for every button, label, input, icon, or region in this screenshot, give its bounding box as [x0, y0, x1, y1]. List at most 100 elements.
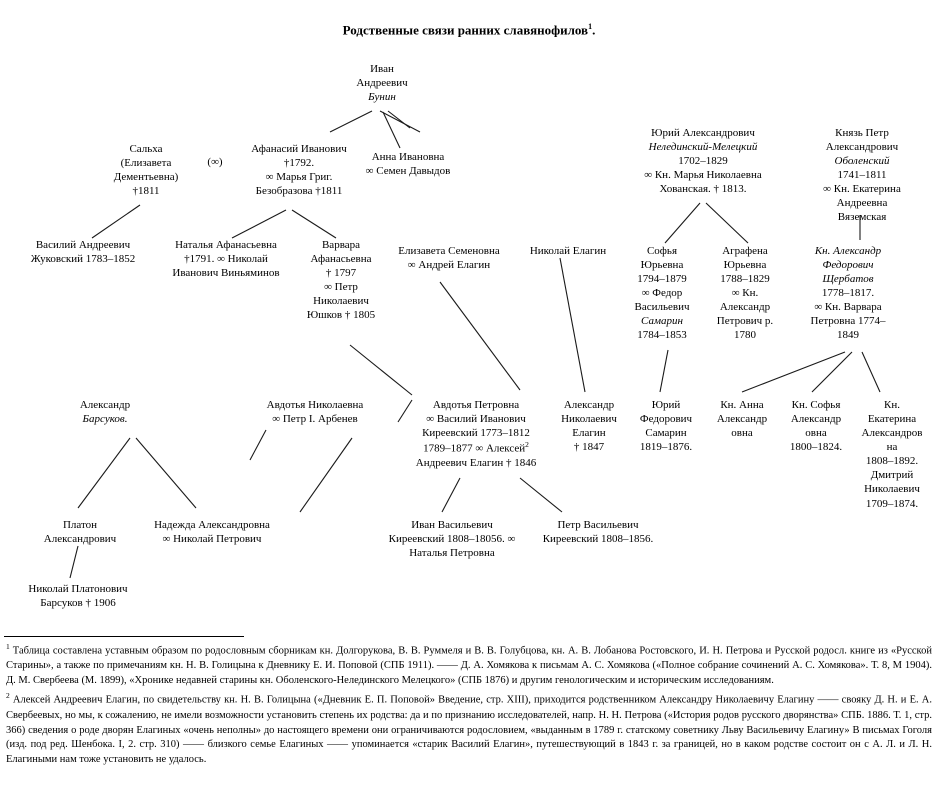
node-line: 1808–1892.: [865, 455, 919, 468]
node-line: Надежда Александровна: [154, 519, 270, 531]
footnote-1: 1 Таблица составлена уставным образом по…: [6, 642, 932, 689]
node-line: Петр Васильевич: [557, 519, 639, 531]
node-line: Александр: [79, 399, 131, 411]
page-title: Родственные связи ранних славянофилов1.: [342, 22, 596, 38]
node-line: Николаевич: [864, 483, 920, 496]
node-line: Федорович: [639, 413, 693, 426]
node-nikolay-elagin: Николай Елагин: [522, 244, 614, 258]
node-line: Кн. Софья: [791, 399, 841, 411]
node-line: 1778–1817.: [821, 287, 875, 300]
node-avdotya-nikolaevna: Авдотья Николаевна∞ Петр I. Арбенев: [242, 398, 388, 426]
node-line: Наталья Афанасьевна: [175, 239, 277, 251]
node-line: Александров: [861, 427, 923, 440]
node-line: Бунин: [368, 91, 396, 104]
node-line: Самарин: [645, 427, 687, 440]
node-line: 1702–1829: [678, 155, 728, 168]
node-afanasiy-ivanovich: Афанасий Иванович†1792.∞ Марья Григ.Безо…: [224, 142, 374, 198]
node-line: Иван Васильевич: [411, 519, 493, 531]
node-line: 1789–1877 ∞ Алексей2: [423, 440, 529, 455]
node-line: Киреевский 1808–18056. ∞: [388, 533, 516, 546]
node-line: Платон: [62, 519, 98, 531]
node-line: ∞ Петр: [324, 281, 358, 294]
node-line: 1780: [734, 329, 756, 342]
node-footnote-marker: 2: [525, 440, 529, 450]
node-line: Варвара: [321, 239, 361, 251]
node-line: на: [886, 441, 898, 454]
node-line: Юрьевна: [640, 259, 684, 272]
node-line: Киреевский 1808–1856.: [542, 533, 654, 546]
node-line: (∞): [207, 156, 223, 168]
node-line: Софья: [646, 245, 678, 257]
node-line: Александр: [563, 399, 615, 411]
node-line: Федорович: [822, 259, 874, 272]
node-marriage-symbol: (∞): [196, 155, 234, 169]
node-line: Юрий: [651, 399, 681, 411]
node-line: Екатерина: [867, 413, 917, 426]
node-line: Нелединский-Мелецкий: [648, 141, 758, 154]
node-line: Хованская. † 1813.: [659, 183, 747, 196]
node-line: Князь Петр: [835, 127, 889, 139]
node-line: Александр: [790, 413, 842, 426]
node-nadezhda-aleksandrovna: Надежда Александровна∞ Николай Петрович: [134, 518, 290, 546]
node-line: ∞ Федор: [641, 287, 683, 300]
node-line: Анна Ивановна: [371, 151, 445, 163]
node-line: Василий Андреевич: [35, 239, 131, 251]
node-line: ∞ Марья Григ.: [265, 171, 333, 184]
node-line: 1784–1853: [637, 329, 687, 342]
node-line: Александр: [719, 301, 771, 314]
node-line: Юрий Александрович: [651, 127, 755, 139]
footnote-1-marker: 1: [6, 642, 10, 651]
node-line: Андреевич Елагин † 1846: [415, 456, 537, 469]
node-line: Барсуков.: [82, 413, 128, 426]
node-line: ∞ Семен Давыдов: [365, 165, 451, 178]
node-line: Вяземская: [837, 211, 887, 224]
footnote-2-text: Алексей Андреевич Елагин, по свидетельст…: [6, 694, 932, 766]
node-line: Александр: [716, 413, 768, 426]
node-line: Юрьевна: [723, 259, 767, 272]
footnote-2: 2 Алексей Андреевич Елагин, по свидетель…: [6, 691, 932, 768]
node-line: Николай Елагин: [529, 245, 607, 257]
node-line: ∞ Кн.: [731, 287, 759, 300]
node-line: † 1797: [325, 267, 357, 280]
node-line: † 1847: [573, 441, 605, 454]
node-line: Наталья Петровна: [409, 547, 495, 560]
node-line: Андреевич: [356, 77, 408, 90]
node-line: Елагин: [572, 427, 606, 440]
node-line: Николаевич: [561, 413, 617, 426]
node-line: Сальха: [129, 143, 163, 155]
footnote-2-marker: 2: [6, 691, 10, 701]
node-line: Жуковский 1783–1852: [30, 253, 136, 266]
node-line: †1792.: [283, 157, 315, 170]
node-line: Кн.: [884, 399, 900, 411]
node-line: Иван: [370, 63, 394, 75]
node-line: овна: [805, 427, 827, 440]
node-line: Юшков † 1805: [306, 309, 376, 322]
node-line: 1788–1829: [720, 273, 770, 286]
node-line: ∞ Кн. Варвара: [814, 301, 882, 314]
title-footnote-marker: 1: [588, 22, 593, 31]
footnote-separator: [4, 636, 244, 637]
node-line: Александрович: [43, 533, 117, 546]
footnote-1-text: Таблица составлена уставным образом по р…: [6, 645, 932, 687]
node-anna-ivanovna: Анна Ивановна ∞ Семен Давыдов: [352, 150, 464, 178]
node-line: Елизавета Семеновна: [398, 245, 500, 257]
node-line: Николаевич: [313, 295, 369, 308]
node-line: Васильевич: [634, 301, 690, 314]
node-line: Щербатов: [822, 273, 874, 286]
node-line: Безобразова †1811: [255, 185, 343, 198]
